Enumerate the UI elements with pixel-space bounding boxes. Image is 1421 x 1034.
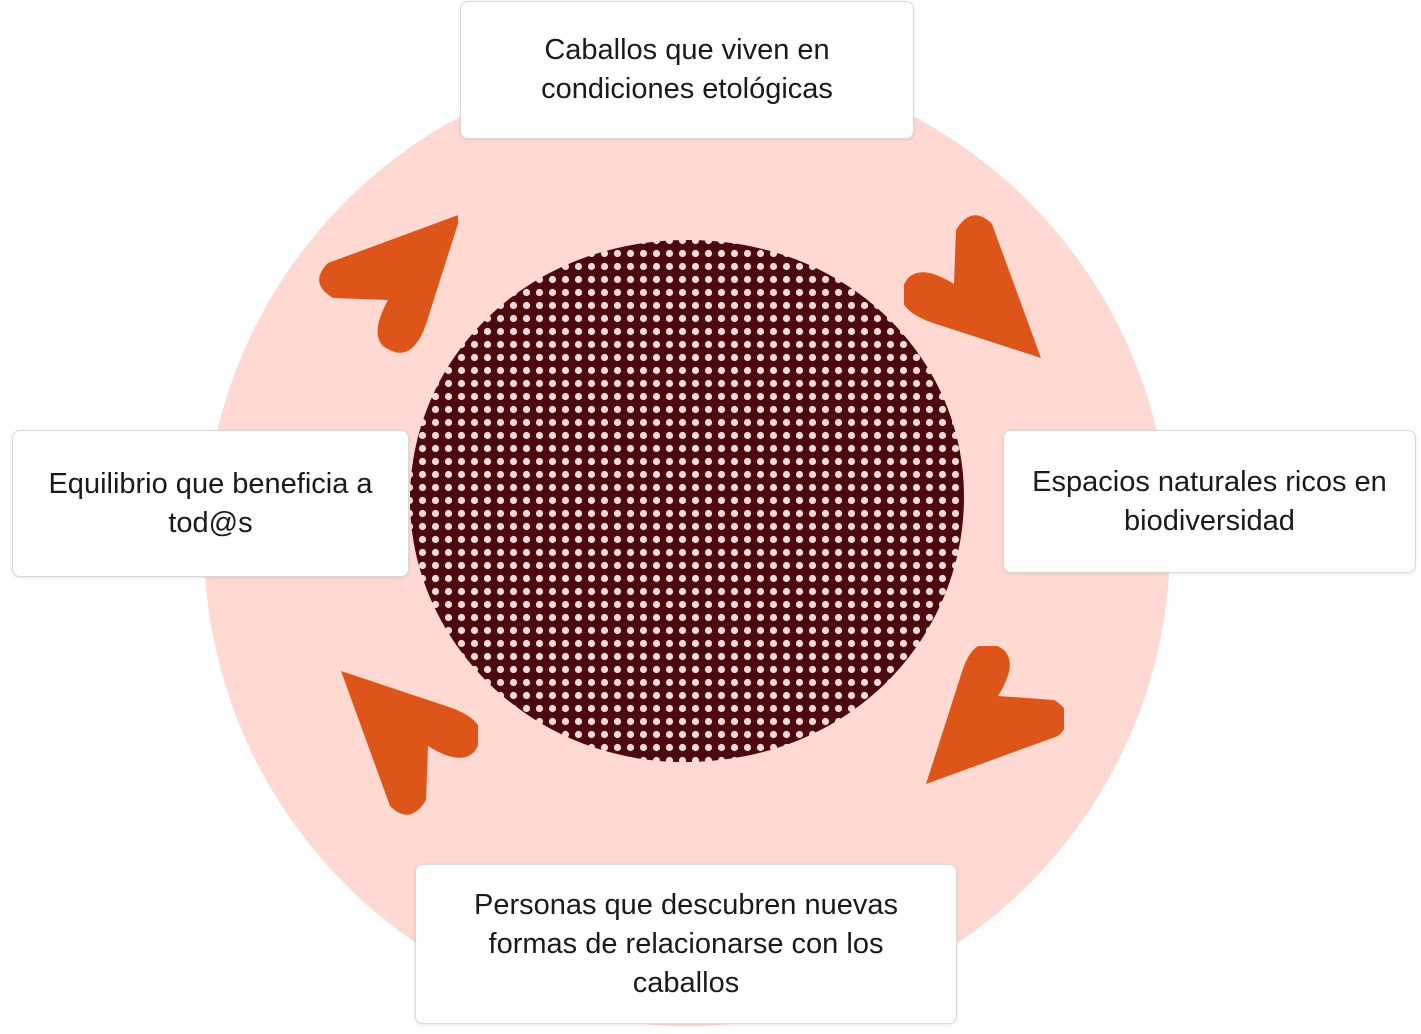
arrow-left-icon <box>341 671 478 815</box>
arrow-down-icon <box>926 646 1064 784</box>
node-left-label: Equilibrio que beneficia a tod@s <box>48 467 373 539</box>
node-left: Equilibrio que beneficia a tod@s <box>12 430 409 577</box>
arrow-right-icon <box>904 215 1041 358</box>
node-bottom: Personas que descubren nuevas formas de … <box>415 864 957 1024</box>
node-right: Espacios naturales ricos en biodiversida… <box>1003 430 1416 573</box>
node-bottom-label: Personas que descubren nuevas formas de … <box>473 888 898 999</box>
node-right-label: Espacios naturales ricos en biodiversida… <box>1032 465 1387 537</box>
node-top-label: Caballos que viven en condiciones etológ… <box>541 34 833 105</box>
node-top: Caballos que viven en condiciones etológ… <box>460 1 914 139</box>
arrow-up-icon <box>319 215 458 353</box>
